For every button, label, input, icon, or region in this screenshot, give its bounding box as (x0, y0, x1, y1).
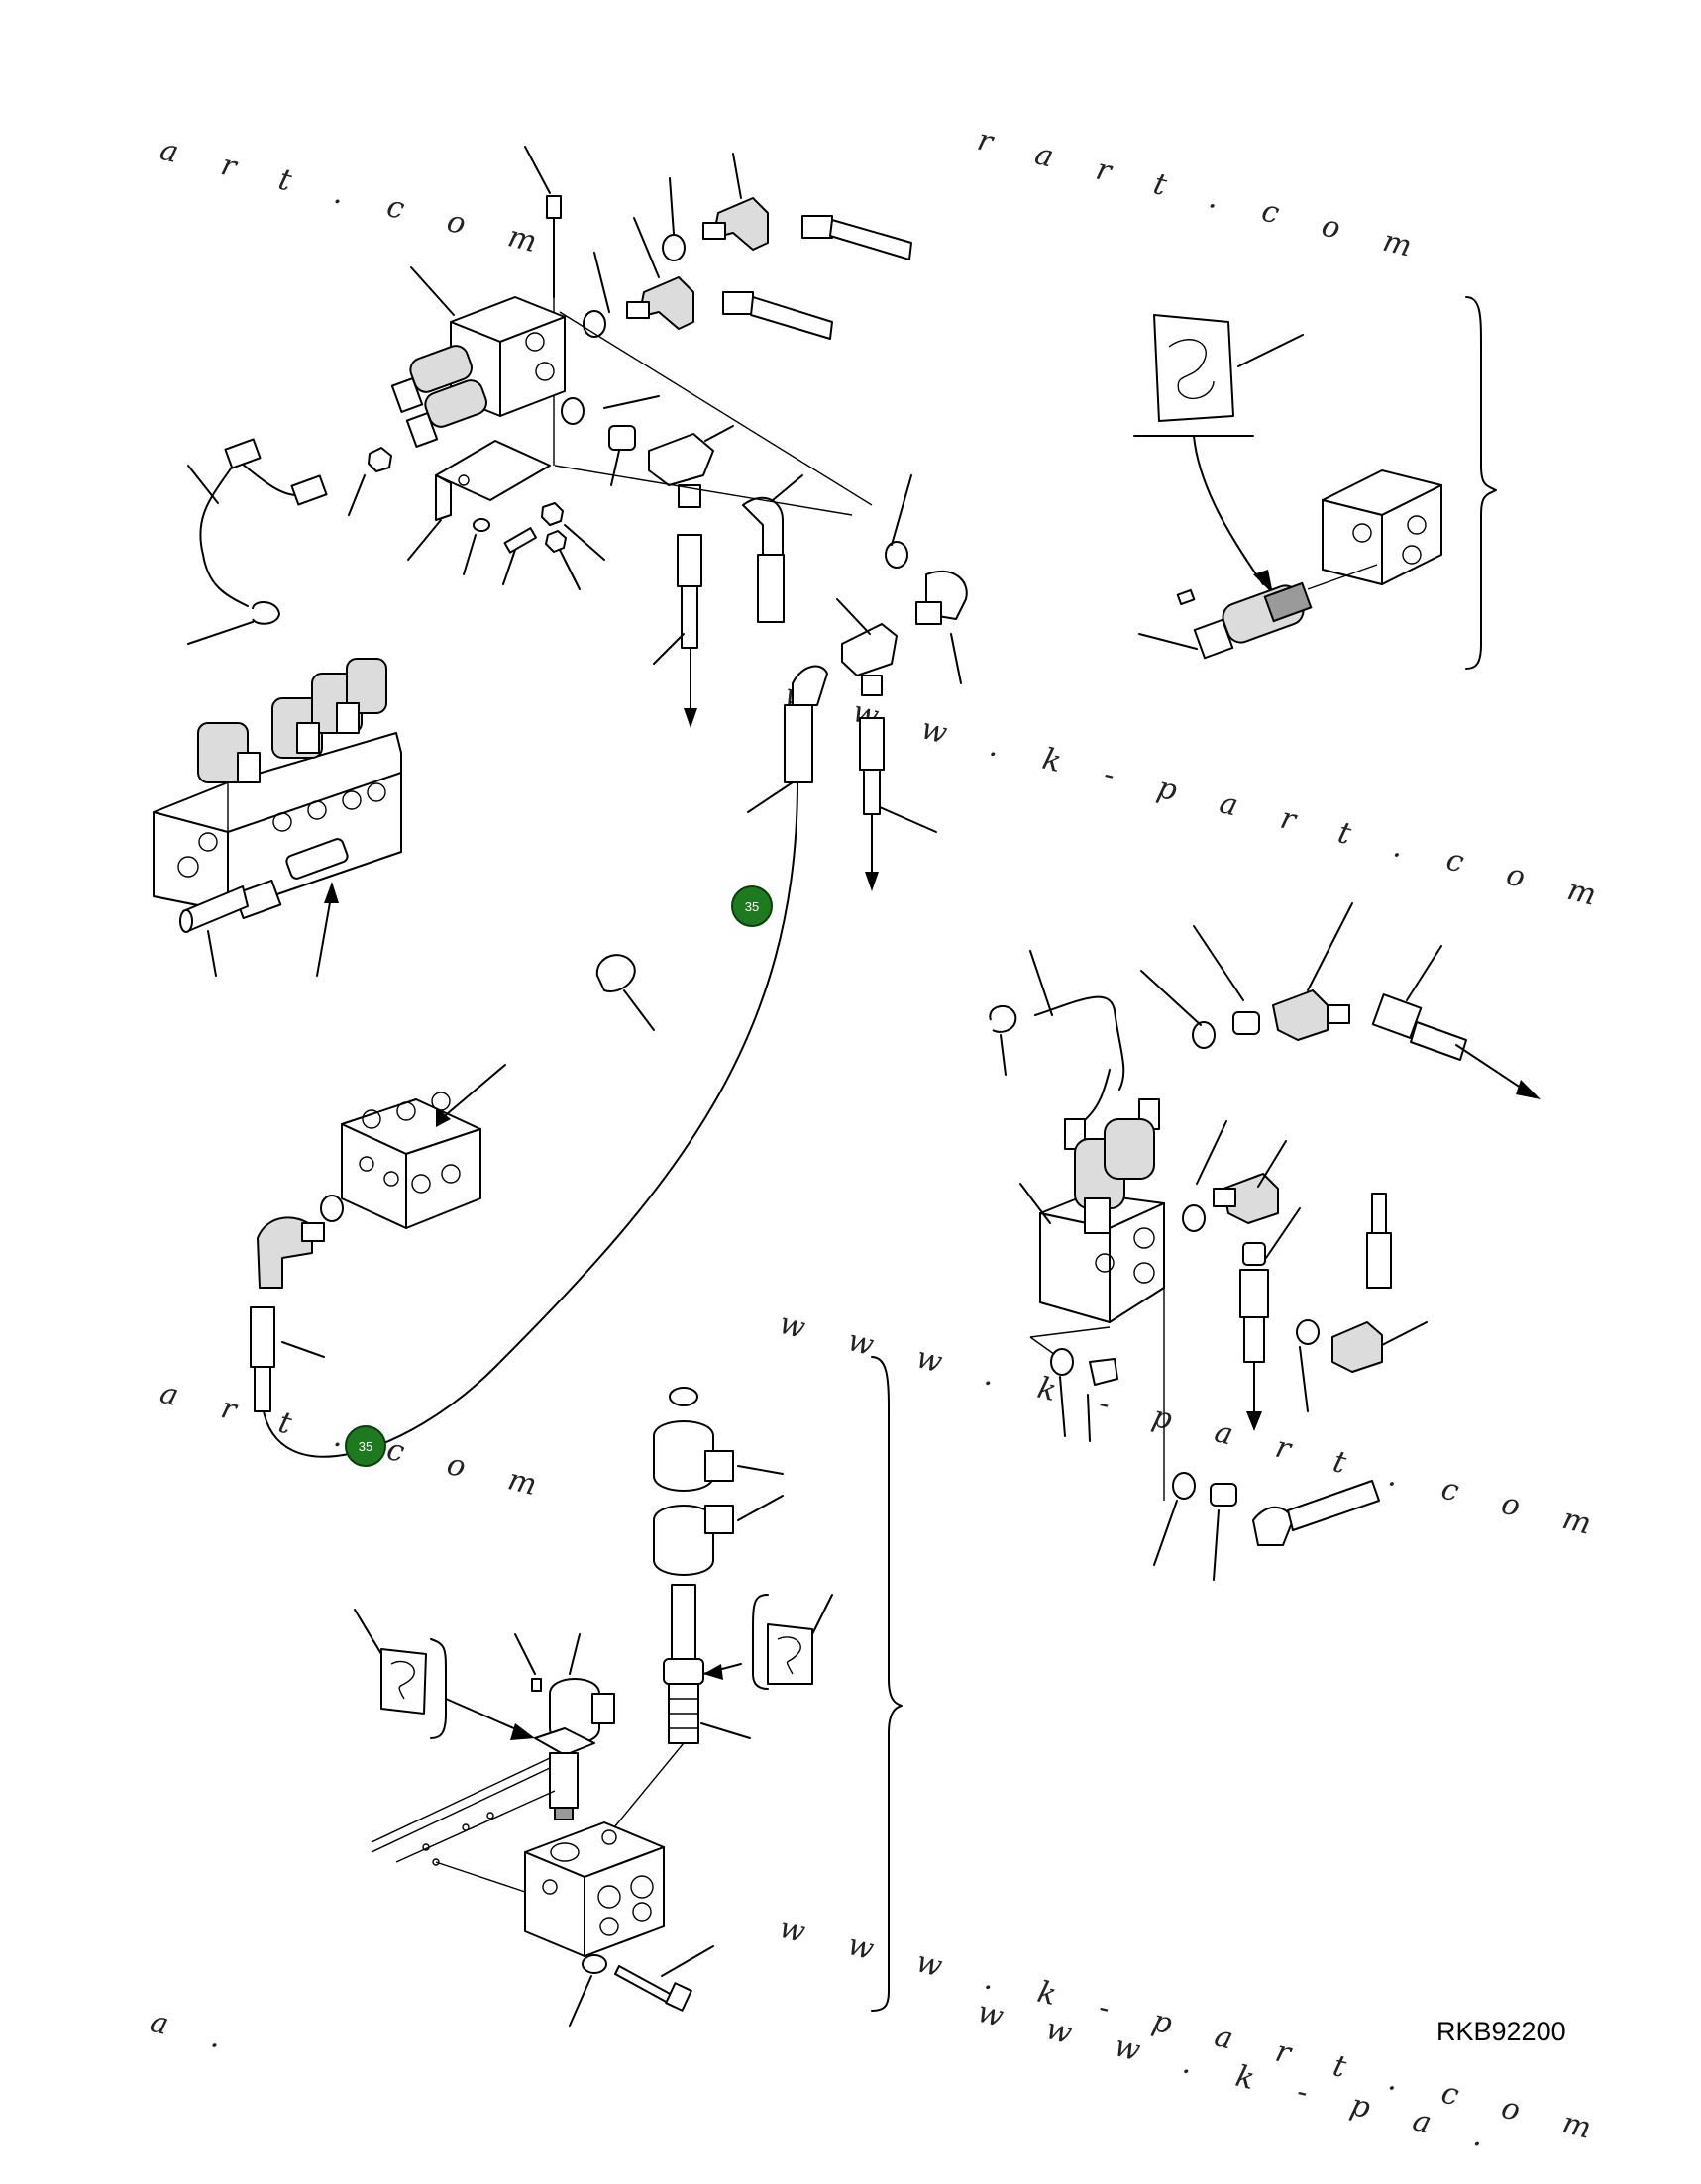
left-main-control-valve (153, 658, 402, 977)
bottom-bracket (871, 1356, 903, 2012)
watermark-2: r a r t . c o m (974, 123, 1433, 268)
badge-label: 35 (359, 1439, 372, 1454)
badge-label: 35 (745, 899, 759, 914)
badge-circle (731, 885, 773, 927)
watermark-1: a r t . c o m (157, 133, 558, 264)
sealant-tube-icon (1153, 314, 1234, 422)
tee-fitting (648, 433, 714, 486)
bolt-head (546, 195, 562, 219)
badge-35-upper[interactable]: 35 (731, 885, 773, 927)
bottom-center-assembly (354, 1387, 833, 2027)
top-right-inset (1133, 296, 1497, 670)
drawing-code: RKB92200 (1436, 2017, 1566, 2046)
left-lower-block (250, 1064, 506, 1412)
badge-35-lower[interactable]: 35 (345, 1425, 386, 1467)
right-middle-assembly (989, 902, 1541, 1581)
center-tee-lower (747, 474, 968, 891)
mounting-bracket (435, 440, 551, 501)
badge-circle (345, 1425, 386, 1467)
watermark-7: a . (147, 2005, 243, 2060)
top-valve-assembly (348, 146, 912, 728)
watermark-3: w w w . k - p a r t . c o m (781, 677, 1617, 917)
long-hose-line (262, 781, 798, 1458)
wire-harness-top (187, 438, 328, 645)
clamp-mid (595, 954, 655, 1031)
watermark-5: w w w . k - p a r t . c o m (776, 1306, 1612, 1546)
